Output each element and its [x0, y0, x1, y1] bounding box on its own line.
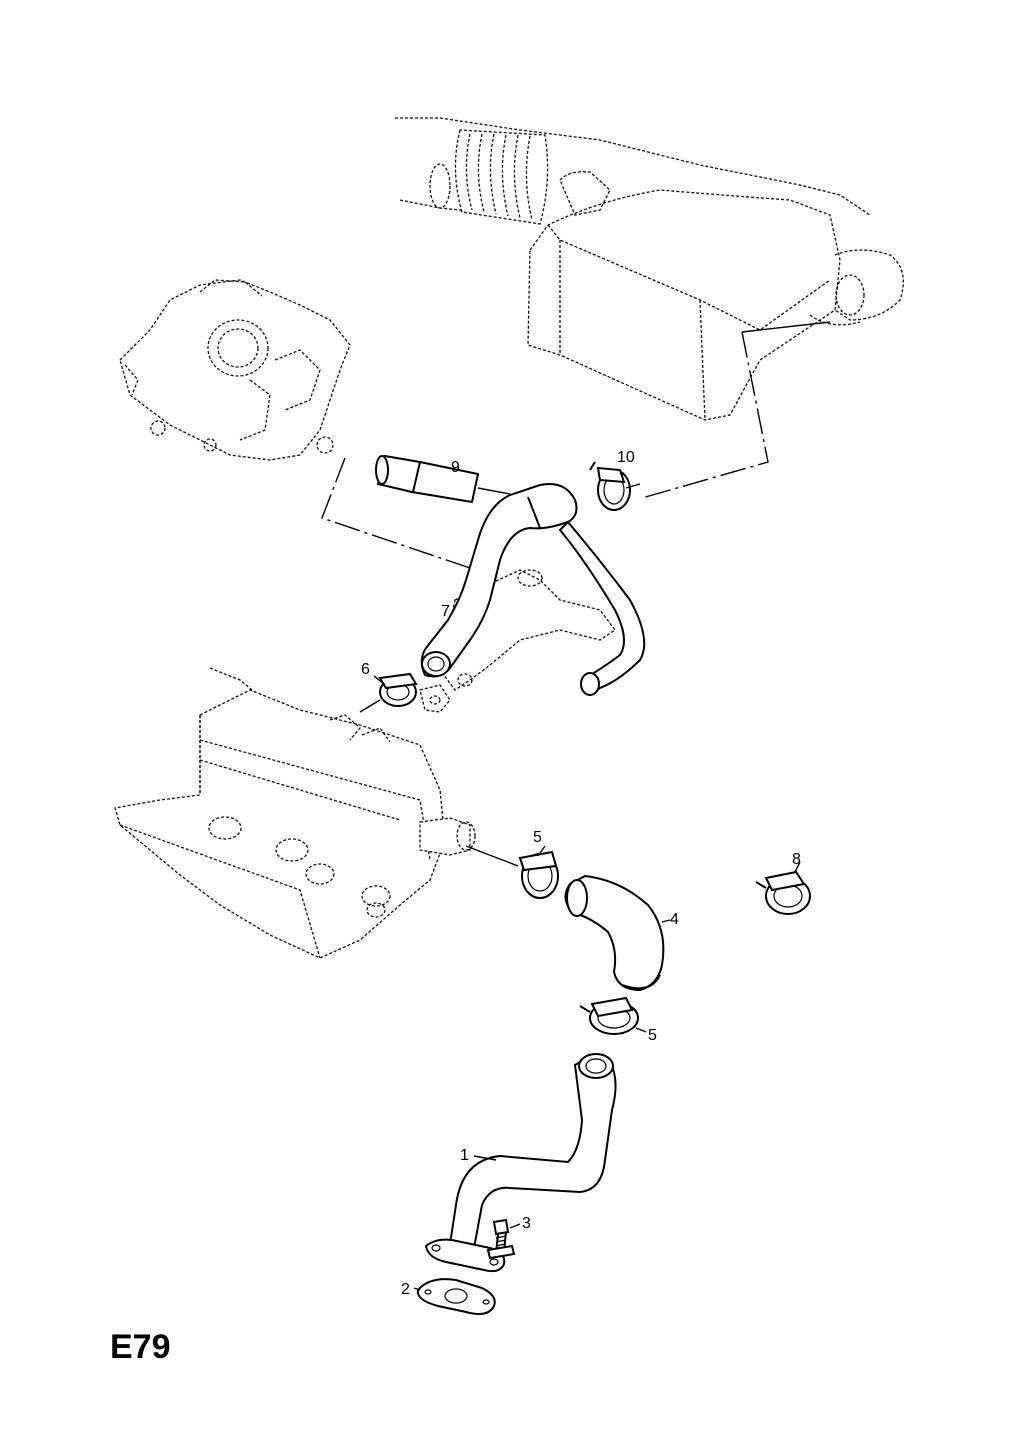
callout-1: 1	[460, 1147, 469, 1164]
part-5-clamp-lower	[579, 996, 647, 1035]
callout-2: 2	[401, 1281, 410, 1298]
part-4-hose	[564, 874, 671, 992]
part-5-clamp-upper	[465, 845, 559, 899]
part-6-clamp	[359, 672, 418, 713]
callout-8: 8	[792, 851, 801, 868]
callout-5-lower: 5	[648, 1027, 657, 1044]
part-9-pipe	[375, 454, 511, 504]
intake-bellows	[429, 129, 549, 225]
callout-6: 6	[361, 661, 370, 678]
callout-10: 10	[617, 449, 635, 466]
part-10-clamp	[589, 461, 641, 511]
callout-5-upper: 5	[533, 829, 542, 846]
callout-4: 4	[670, 911, 679, 928]
part-7-hose	[420, 483, 646, 696]
callout-7: 7	[441, 603, 450, 620]
throttle-body	[119, 279, 351, 461]
part-3-bolt	[486, 1218, 521, 1260]
callout-9: 9	[451, 459, 460, 476]
cylinder-head	[114, 667, 476, 959]
page-code-label: E79	[110, 1328, 171, 1366]
hose-bracket	[419, 569, 616, 713]
callout-3: 3	[522, 1215, 531, 1232]
part-1-pipe	[424, 1053, 617, 1273]
part-8-clamp	[755, 861, 811, 915]
alignment-lines	[321, 321, 831, 569]
part-2-gasket	[413, 1278, 496, 1315]
air-cleaner-housing	[395, 117, 904, 421]
